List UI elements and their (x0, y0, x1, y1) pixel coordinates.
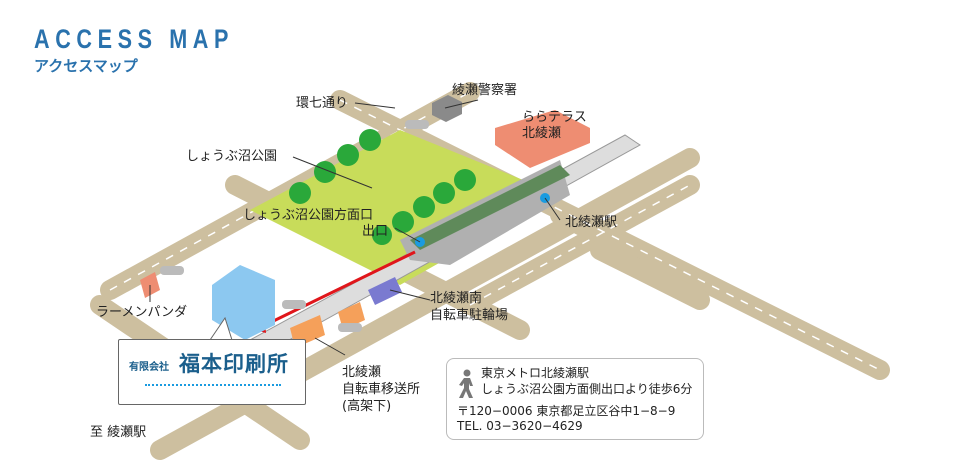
platform (410, 165, 570, 250)
walking-route (254, 250, 416, 332)
walking-person-icon (459, 369, 473, 398)
label-lala-1: ららテラス (522, 110, 587, 125)
info-tel: TEL. 03−3620−4629 (457, 419, 583, 433)
police-building (432, 95, 462, 122)
info-address: 〒120−0006 東京都足立区谷中1−8−9 (457, 404, 676, 418)
lala-terrace-building (495, 110, 590, 168)
label-kannana: 環七通り (296, 96, 349, 111)
access-info-box: 東京メトロ北綾瀬駅 しょうぶ沼公園方面側出口より徒歩6分 〒120−0006 東… (446, 358, 704, 440)
label-bike-relocation-3: (高架下) (342, 399, 392, 414)
label-exit-1: しょうぶ沼公園方面口 (243, 208, 374, 223)
road (590, 240, 710, 310)
info-line1: 東京メトロ北綾瀬駅 (481, 366, 590, 380)
company-divider (145, 384, 281, 386)
info-line2: しょうぶ沼公園方面側出口より徒歩6分 (481, 382, 693, 396)
bike-parking (368, 277, 402, 305)
title-access-map-ja: アクセスマップ (34, 57, 138, 75)
traffic-lights (160, 120, 429, 332)
label-bike-parking-2: 自転車駐輪場 (430, 308, 509, 323)
leader-lines (149, 99, 561, 356)
label-police: 綾瀬警察署 (452, 83, 518, 98)
label-station: 北綾瀬駅 (565, 215, 618, 230)
company-name: 福本印刷所 (179, 352, 289, 376)
title-access-map: ACCESS MAP (34, 24, 235, 54)
trees (289, 129, 476, 245)
road (550, 205, 700, 290)
label-to-ayase: 至 綾瀬駅 (90, 425, 147, 440)
label-park: しょうぶ沼公園 (186, 149, 278, 164)
label-ramen: ラーメンパンダ (96, 305, 188, 320)
label-bike-relocation-2: 自転車移送所 (342, 382, 421, 397)
company-callout: 有限会社 福本印刷所 (118, 339, 306, 405)
label-lala-2: 北綾瀬 (522, 126, 562, 141)
label-bike-relocation-1: 北綾瀬 (342, 365, 382, 380)
label-exit-2: 出口 (362, 224, 389, 239)
company-building (212, 265, 275, 340)
company-type: 有限会社 (129, 362, 169, 373)
label-bike-parking-1: 北綾瀬南 (430, 291, 483, 306)
